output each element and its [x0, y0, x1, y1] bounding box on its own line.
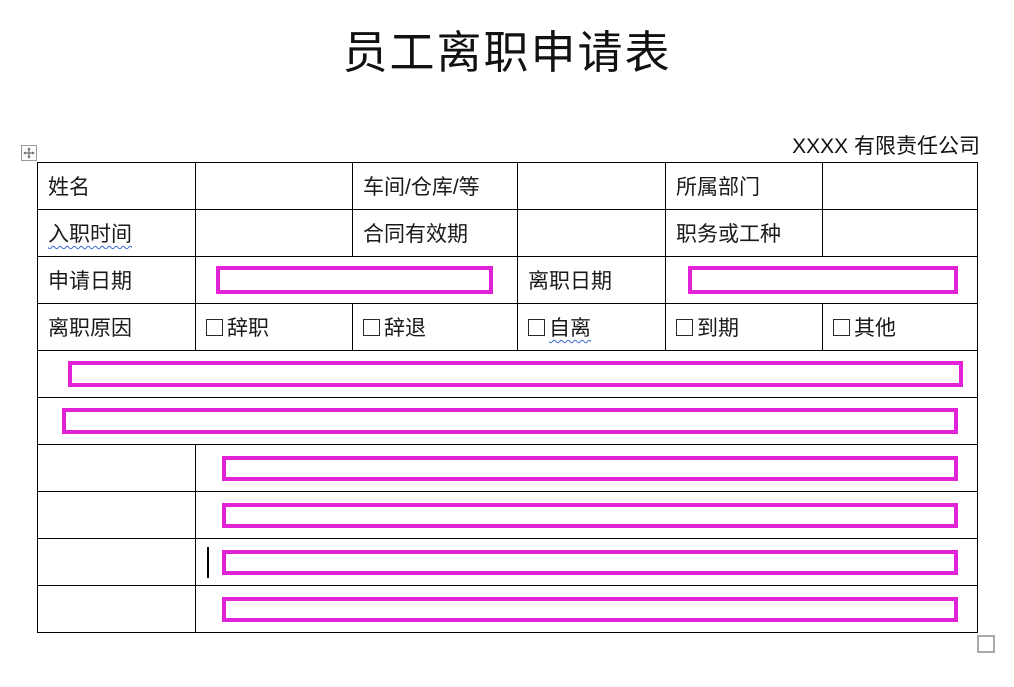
signoff-input-cell-1	[195, 444, 978, 492]
table-row: 申请日期 离职日期	[37, 256, 978, 304]
company-name: XXXX 有限责任公司	[792, 135, 980, 158]
reason-option-label: 其他	[854, 317, 896, 340]
signoff-input-box-1[interactable]	[222, 455, 958, 481]
checkbox-icon[interactable]	[363, 318, 380, 336]
full-width-input-box-2[interactable]	[62, 408, 958, 434]
hire-date-label: 入职时间	[48, 223, 132, 246]
apply-date-input-box[interactable]	[216, 266, 493, 294]
reason-option-label: 辞职	[227, 317, 269, 340]
move-arrows-icon	[23, 147, 35, 159]
signoff-label-cell-2[interactable]	[37, 491, 196, 539]
leave-date-input-box[interactable]	[688, 266, 958, 294]
full-width-input-box-1[interactable]	[68, 361, 963, 387]
position-value-cell[interactable]	[822, 209, 978, 257]
reason-option-label: 自离	[549, 317, 591, 340]
resignation-form-table: 姓名 车间/仓库/等 所属部门 入职时间 合同有效期 职务或工种 申请日期	[37, 162, 978, 633]
reason-option-dismissed-cell[interactable]: 辞退	[352, 303, 518, 351]
workshop-label-cell: 车间/仓库/等	[352, 162, 518, 210]
leave-date-label-cell: 离职日期	[517, 256, 666, 304]
table-row	[37, 397, 978, 445]
table-row: 离职原因 辞职 辞退 自离 到期 其他	[37, 303, 978, 351]
page-title: 员工离职申请表	[342, 27, 672, 78]
hire-date-value-cell[interactable]	[195, 209, 353, 257]
reason-option-label: 辞退	[384, 317, 426, 340]
department-value-cell[interactable]	[822, 162, 978, 210]
signoff-input-box-3[interactable]	[222, 549, 958, 575]
checkbox-icon[interactable]	[206, 318, 223, 336]
checkbox-icon[interactable]	[676, 318, 693, 336]
position-label-cell: 职务或工种	[665, 209, 823, 257]
full-width-input-cell-1	[37, 350, 978, 398]
reason-option-other-cell[interactable]: 其他	[822, 303, 978, 351]
table-row	[37, 585, 978, 633]
table-row	[37, 538, 978, 586]
leave-date-input-cell	[665, 256, 978, 304]
name-value-cell[interactable]	[195, 162, 353, 210]
reason-option-expired-cell[interactable]: 到期	[665, 303, 823, 351]
table-resize-handle[interactable]	[977, 635, 995, 653]
table-row: 姓名 车间/仓库/等 所属部门	[37, 162, 978, 210]
text-cursor	[207, 547, 209, 578]
department-label-cell: 所属部门	[665, 162, 823, 210]
signoff-label-cell-4[interactable]	[37, 585, 196, 633]
apply-date-input-cell	[195, 256, 518, 304]
contract-validity-label-cell: 合同有效期	[352, 209, 518, 257]
signoff-input-cell-3	[195, 538, 978, 586]
table-row	[37, 444, 978, 492]
checkbox-icon[interactable]	[833, 318, 850, 336]
hire-date-label-cell: 入职时间	[37, 209, 196, 257]
leave-reason-label-cell: 离职原因	[37, 303, 196, 351]
workshop-value-cell[interactable]	[517, 162, 666, 210]
table-row	[37, 491, 978, 539]
signoff-label-cell-3[interactable]	[37, 538, 196, 586]
signoff-input-cell-4	[195, 585, 978, 633]
table-move-handle[interactable]	[21, 145, 37, 161]
reason-option-self-leave-cell[interactable]: 自离	[517, 303, 666, 351]
apply-date-label-cell: 申请日期	[37, 256, 196, 304]
contract-validity-value-cell[interactable]	[517, 209, 666, 257]
full-width-input-cell-2	[37, 397, 978, 445]
table-row	[37, 350, 978, 398]
signoff-label-cell-1[interactable]	[37, 444, 196, 492]
checkbox-icon[interactable]	[528, 318, 545, 336]
name-label-cell: 姓名	[37, 162, 196, 210]
table-row: 入职时间 合同有效期 职务或工种	[37, 209, 978, 257]
signoff-input-cell-2	[195, 491, 978, 539]
reason-option-label: 到期	[697, 317, 739, 340]
signoff-input-box-4[interactable]	[222, 596, 958, 622]
reason-option-resign-cell[interactable]: 辞职	[195, 303, 353, 351]
signoff-input-box-2[interactable]	[222, 502, 958, 528]
